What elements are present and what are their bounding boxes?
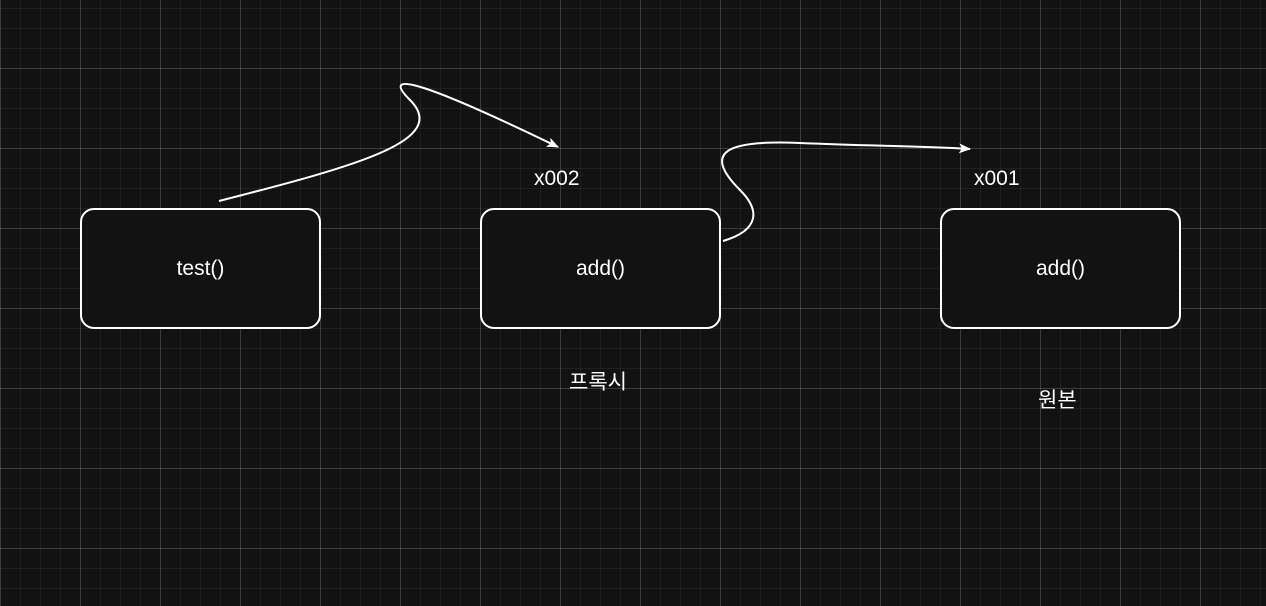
node-proxy-add-label: add() <box>575 256 626 280</box>
original-caption[interactable]: 원본 <box>1038 389 1077 412</box>
node-test-label: test() <box>176 256 225 280</box>
node-proxy-add[interactable]: add() <box>480 208 721 329</box>
node-original-add[interactable]: add() <box>940 208 1181 329</box>
proxy-caption[interactable]: 프록시 <box>569 371 627 394</box>
arrow-proxy-to-original[interactable] <box>721 141 971 242</box>
original-address-label[interactable]: x001 <box>974 167 1020 190</box>
arrow-test-to-proxy[interactable] <box>218 83 559 202</box>
proxy-address-label[interactable]: x002 <box>534 167 580 190</box>
node-test[interactable]: test() <box>80 208 321 329</box>
node-original-add-label: add() <box>1035 256 1086 280</box>
